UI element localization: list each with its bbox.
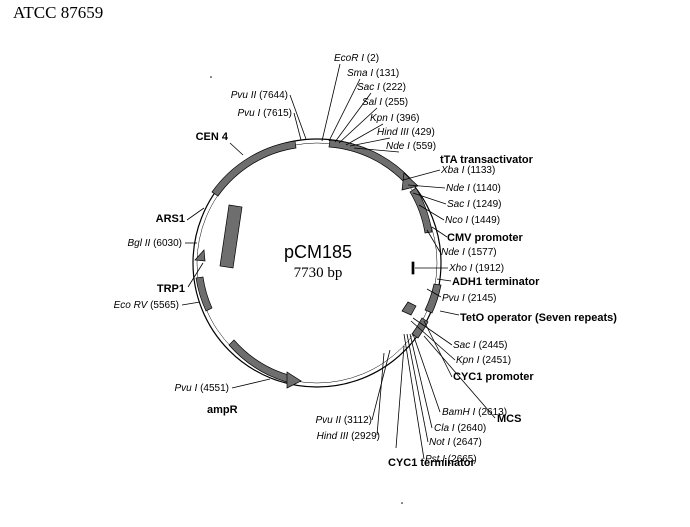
site-psti: Pst I (2665) — [425, 454, 477, 465]
site-ncoi: Nco I (1449) — [445, 215, 500, 226]
teto-block — [401, 301, 417, 316]
feature-adh1: ADH1 terminator — [452, 276, 540, 288]
feature-cen4: CEN 4 — [196, 131, 229, 143]
feature-mcs: MCS — [497, 413, 521, 425]
ars1-block — [219, 204, 243, 269]
site-saci-2445: Sac I (2445) — [453, 340, 507, 351]
site-pvui-2145: Pvu I (2145) — [442, 293, 496, 304]
plasmid-backbone — [192, 138, 442, 388]
site-clai: Cla I (2640) — [434, 423, 486, 434]
feature-teto: TetO operator (Seven repeats) — [460, 312, 617, 324]
site-pvui-4551: Pvu I (4551) — [175, 383, 229, 394]
site-saci-1249: Sac I (1249) — [447, 199, 501, 210]
site-xhoi: Xho I (1912) — [448, 263, 504, 274]
xhoi-site-box — [411, 261, 415, 275]
site-ndei-1140: Nde I (1140) — [446, 183, 501, 194]
ampr-block — [228, 339, 293, 384]
site-saci-222: Sac I (222) — [357, 82, 406, 93]
site-hindiii-2929: Hind III (2929) — [317, 431, 380, 442]
site-kpni-2451: Kpn I (2451) — [456, 355, 511, 366]
trp1-block — [195, 276, 213, 312]
site-bglii: Bgl II (6030) — [128, 238, 182, 249]
site-ndei-1577: Nde I (1577) — [441, 247, 497, 258]
site-bamhi: BamH I (2613) — [442, 407, 507, 418]
scan-speck — [401, 502, 403, 504]
plasmid-name: pCM185 — [284, 242, 352, 262]
site-hindiii-429: Hind III (429) — [377, 127, 435, 138]
feature-ampr: ampR — [207, 404, 238, 416]
feature-cyc1-terminator: CYC1 terminator — [388, 457, 476, 469]
feature-tta: tTA transactivator — [440, 154, 534, 166]
site-sali: Sal I (255) — [362, 97, 408, 108]
plasmid-size: 7730 bp — [294, 265, 343, 281]
cyc1-promoter-block — [411, 317, 429, 339]
scan-speck — [210, 76, 212, 78]
site-smai: Sma I (131) — [347, 68, 399, 79]
feature-ars1: ARS1 — [156, 213, 185, 225]
ampr-arrowhead — [286, 371, 302, 389]
site-kpni-396: Kpn I (396) — [370, 113, 420, 124]
site-ecori: EcoR I (2) — [334, 53, 379, 64]
feature-cmv: CMV promoter — [447, 232, 524, 244]
trp1-arrowhead — [194, 249, 206, 262]
feature-cyc1-promoter: CYC1 promoter — [453, 371, 534, 383]
site-ecorv: Eco RV (5565) — [114, 300, 179, 311]
page-title: ATCC 87659 — [13, 3, 104, 22]
site-pvuii-7644: Pvu II (7644) — [231, 90, 288, 101]
site-pvui-7615: Pvu I (7615) — [238, 108, 292, 119]
feature-trp1: TRP1 — [157, 283, 185, 295]
site-pvuii-3112: Pvu II (3112) — [315, 415, 372, 426]
site-xbai: Xba I (1133) — [440, 165, 495, 176]
plasmid-backbone-inner — [196, 142, 438, 384]
site-ndei-559: Nde I (559) — [386, 141, 436, 152]
adh1-block — [424, 283, 442, 314]
cen4-block — [211, 140, 297, 197]
site-noti: Not I (2647) — [429, 437, 482, 448]
